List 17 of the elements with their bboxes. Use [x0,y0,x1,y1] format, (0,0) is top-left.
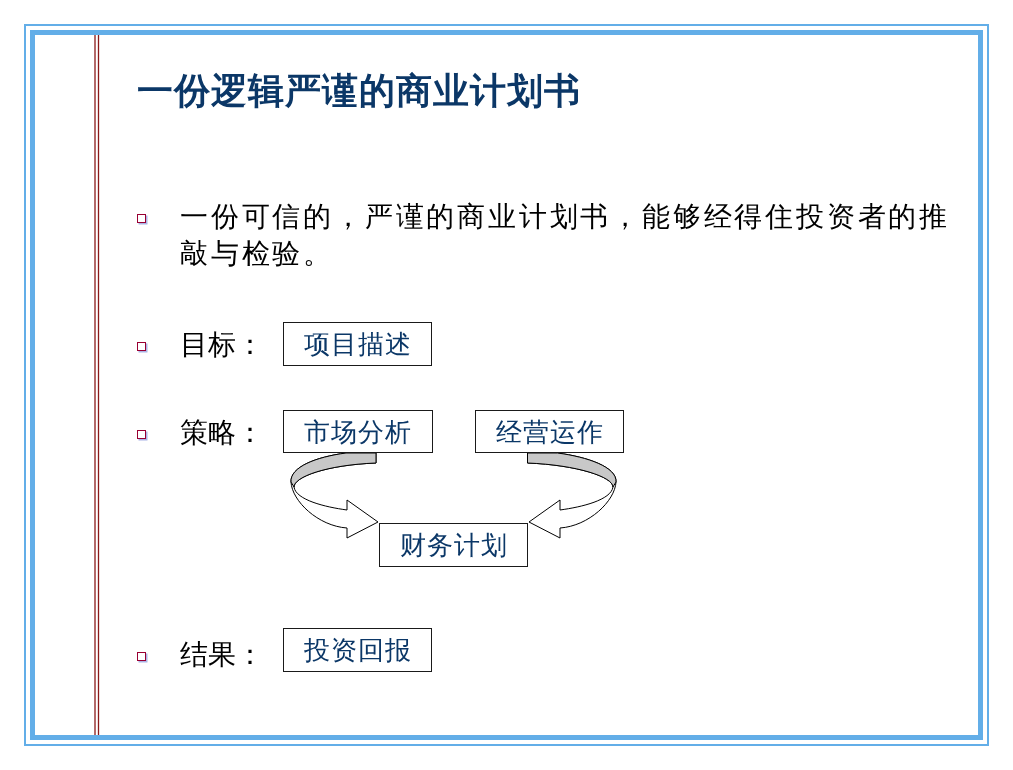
bullet-label: 策略： [180,415,265,451]
concept-box [283,322,432,366]
curved-block-arrow [290,452,379,539]
box-label: 投资回报 [303,634,412,666]
curved-block-arrow [527,452,617,539]
box-label: 经营运作 [495,415,604,448]
bullet-text: 一份可信的，严谨的商业计划书，能够经得住投资者的推敲与检验。 [180,199,951,272]
slide-title: 一份逻辑严谨的商业计划书 [137,69,581,113]
concept-box [379,523,528,567]
box-label: 财务计划 [399,529,508,561]
bullet-label: 结果： [180,637,265,673]
box-label: 市场分析 [304,415,412,448]
box-label: 项目描述 [303,328,412,360]
bullet-label: 目标： [180,327,265,363]
concept-box [283,628,432,672]
concept-box [283,410,433,453]
concept-box [475,410,624,453]
